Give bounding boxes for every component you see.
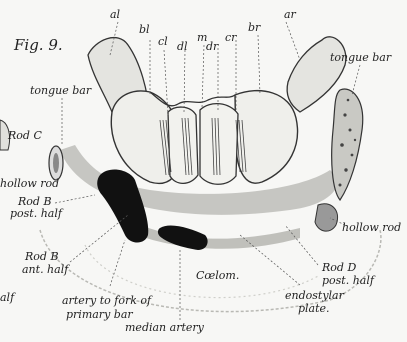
rod-c-core [53, 153, 59, 173]
label-rod-b-post-1: Rod B [18, 196, 52, 207]
label-dr: dr [206, 41, 218, 52]
label-artery-fork-2: primary bar [66, 309, 133, 320]
centre-lobe-left [168, 107, 198, 183]
label-median-artery: median artery [125, 322, 204, 333]
label-endostylar-2: plate. [298, 303, 330, 314]
label-hollow-rod-left: hollow rod [0, 178, 59, 189]
right-hollow-rod [315, 204, 338, 231]
label-alf: alf [0, 292, 14, 303]
label-dl: dl [177, 41, 188, 52]
label-bl: bl [139, 24, 150, 35]
right-lobe [235, 91, 298, 184]
label-hollow-rod-right: hollow rod [342, 222, 401, 233]
label-br: br [248, 22, 260, 33]
label-tongue-bar-left: tongue bar [30, 85, 91, 96]
label-cr: cr [225, 32, 236, 43]
label-rod-b-post-2: post. half [10, 208, 62, 219]
label-endostylar-1: endostylar [285, 290, 344, 301]
median-artery-shape [158, 226, 208, 250]
label-rod-c: Rod C [8, 130, 42, 141]
label-rod-b-ant-1: Rod B [25, 251, 59, 262]
label-coelom: Cœlom. [196, 270, 239, 281]
label-rod-d-2: post. half [322, 275, 374, 286]
label-al: al [110, 9, 120, 20]
right-tongue-bar [332, 89, 363, 200]
label-rod-b-ant-2: ant. half [22, 264, 68, 275]
label-rod-d-1: Rod D [322, 262, 356, 273]
label-ar: ar [284, 9, 296, 20]
label-cl: cl [158, 36, 168, 47]
label-artery-fork-1: artery to fork of [62, 295, 151, 306]
label-tongue-bar-right: tongue bar [330, 52, 391, 63]
figure-title: Fig. 9. [14, 38, 63, 53]
artery-to-fork [97, 170, 148, 243]
